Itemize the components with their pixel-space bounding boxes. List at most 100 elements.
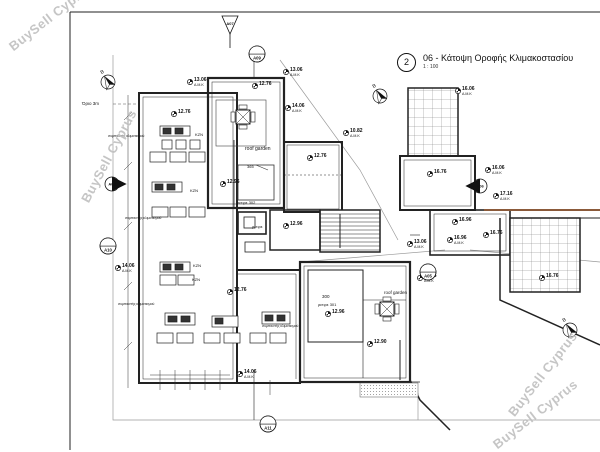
stair-core: [237, 209, 381, 253]
level-value: 13.06: [194, 77, 207, 83]
level-marker: 16.96: [452, 217, 472, 225]
level-datum: A.M.K: [414, 245, 424, 249]
level-marker: 12.76: [227, 287, 247, 295]
level-marker: 12.76: [171, 109, 191, 117]
level-value: 12.76: [178, 109, 191, 115]
section-marker-label: A06: [476, 184, 484, 189]
level-value: 12.76: [259, 81, 272, 87]
room-label: ρετιρε 301: [318, 302, 337, 307]
level-value: 16.96: [459, 217, 472, 223]
room-label: ρετιρε 302: [237, 200, 256, 205]
facade-lower-right: [360, 262, 451, 431]
section-marker: A06: [104, 176, 127, 192]
level-value: 16.76: [546, 273, 559, 279]
equipment-label: KZN: [193, 263, 201, 268]
level-datum: A.M.K: [244, 375, 254, 379]
level-datum: A.M.K: [500, 197, 510, 201]
sheet-scale: 1 : 100: [423, 64, 439, 70]
level-value: 10.82: [350, 128, 363, 134]
room-label: roof garden: [384, 290, 408, 295]
equipment-label: KZN: [190, 188, 198, 193]
level-marker: 12.96: [325, 309, 345, 317]
equipment-label: συμπιεστής κλιματισμού: [262, 324, 298, 328]
level-datum: A.M.K: [290, 73, 300, 77]
level-value: 13.06: [290, 67, 303, 73]
sheet-title: 06 - Κάτοψη Οροφής Κλιμακοστασίου: [423, 53, 574, 63]
section-marker: A11: [259, 415, 277, 433]
level-value: 16.06: [462, 86, 475, 92]
level-marker: 10.82A.M.K: [343, 128, 363, 138]
level-marker: 17.16A.M.K: [493, 191, 513, 201]
section-marker-label: A06: [108, 182, 116, 187]
room-label: roof garden: [245, 146, 271, 152]
level-value: 17.16: [500, 191, 513, 197]
ac-units: [149, 125, 291, 344]
level-value: 14.06: [244, 369, 257, 375]
room-365-door: [255, 164, 269, 171]
level-value: 16.76: [490, 230, 503, 236]
north-arrow-icon: B: [372, 83, 388, 105]
level-value: 12.96: [290, 221, 303, 227]
level-marker: 16.06A.M.K: [455, 86, 475, 96]
level-marker: 13.06A.M.K: [283, 67, 303, 77]
equipment-label: συμπιεστής κλιματισμού: [108, 134, 144, 138]
section-marker: A09: [248, 45, 266, 63]
level-value: 12.96: [332, 309, 345, 315]
level-marker: 12.96: [283, 221, 303, 229]
level-datum: A.M.K: [462, 92, 472, 96]
level-marker: 12.96: [220, 179, 240, 187]
section-marker-label: A11: [264, 426, 272, 431]
section-marker: A06: [465, 178, 488, 194]
level-marker: 12.76: [252, 81, 272, 89]
central-block: [206, 76, 343, 213]
room-label: Όριο 3m: [81, 101, 99, 106]
north-arrow-icon: B: [562, 317, 578, 339]
level-marker: 16.76: [483, 230, 503, 238]
section-marker-label: A07: [226, 21, 234, 26]
room-label: 365: [247, 164, 254, 169]
level-datum: A.M.K: [454, 241, 464, 245]
level-marker: 14.06A.M.K: [237, 369, 257, 379]
level-datum: A.M.K: [350, 134, 360, 138]
lower-block: [298, 260, 412, 384]
level-value: 16.96: [454, 235, 467, 241]
level-marker: 16.76: [427, 169, 447, 177]
level-marker: 13.06A.M.K: [187, 77, 207, 87]
level-value: 12.96: [227, 179, 240, 185]
level-value: 13.06: [414, 239, 427, 245]
level-marker: 16.06A.M.K: [485, 165, 505, 175]
equipment-label: συμπιεστής κλιματισμού: [118, 302, 154, 306]
level-value: 12.76: [314, 153, 327, 159]
room-label: 300: [322, 294, 330, 299]
north-arrow-label: B: [372, 83, 378, 90]
level-marker: 14.06A.M.K: [285, 103, 305, 113]
roof-garden-upper: [215, 99, 267, 147]
level-value: 14.06: [122, 263, 135, 269]
room-365: [237, 164, 275, 201]
north-arrow-icon: B: [100, 69, 116, 91]
roof-block-left: [138, 92, 301, 384]
level-datum: A.M.K: [492, 171, 502, 175]
level-value: 12.90: [374, 339, 387, 345]
room-label: ρετιρε: [252, 224, 263, 229]
north-arrow-label: B: [562, 317, 568, 324]
level-marker: 13.06A.M.K: [407, 239, 427, 249]
level-marker: 12.90: [367, 339, 387, 347]
dim-strip-bottom: [150, 370, 271, 395]
section-marker-label: A10: [104, 248, 112, 253]
level-datum: A.M.K: [292, 109, 302, 113]
level-marker: 12.76: [307, 153, 327, 161]
garden-table-lower: [374, 296, 400, 322]
section-marker: A05: [419, 263, 437, 281]
level-marker: 16.96A.M.K: [447, 235, 467, 245]
level-value: 12.76: [234, 287, 247, 293]
level-marker: 16.76: [539, 273, 559, 281]
section-marker: A07: [221, 15, 239, 48]
north-arrow-label: B: [100, 69, 106, 76]
paving-lower: [359, 382, 419, 398]
section-marker: A10: [99, 237, 117, 255]
level-datum: A.M.K: [194, 83, 204, 87]
level-datum: A.M.K: [424, 279, 434, 283]
level-value: 16.06: [492, 165, 505, 171]
